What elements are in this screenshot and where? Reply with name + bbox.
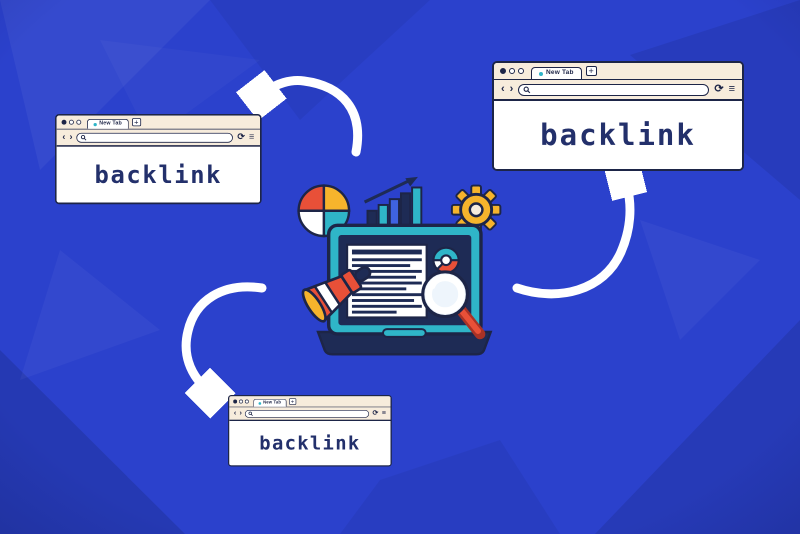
window-dot-icon [239,399,243,404]
new-tab-plus-icon: + [585,66,597,76]
menu-icon: ≡ [248,132,255,142]
browser-page: backlink [494,101,742,169]
tab-title: New Tab [546,69,574,77]
new-tab-plus-icon: + [131,118,141,127]
menu-icon: ≡ [381,409,386,418]
browser-toolbar: ‹ › ⟳ ≡ [229,407,391,421]
window-dot-icon [518,68,524,74]
browser-page: backlink [229,421,391,466]
browser-window-top-left: New Tab + ‹ › ⟳ ≡ backlink [55,114,262,205]
refresh-icon: ⟳ [237,132,245,142]
forward-icon: › [69,132,73,142]
favicon-icon [539,71,543,76]
browser-titlebar: New Tab + [494,63,742,80]
tab-title: New Tab [263,400,282,405]
search-bar [518,83,710,96]
new-tab-plus-icon: + [288,397,297,405]
tab-title: New Tab [99,120,122,127]
window-dot-icon [500,68,506,74]
arrow-to-bottom-window [181,282,267,388]
window-dot-icon [233,399,238,404]
browser-tab: New Tab [253,398,287,407]
browser-titlebar: New Tab + [56,115,260,130]
search-bar [245,409,370,418]
browser-tab: New Tab [531,67,582,79]
forward-icon: › [509,83,514,95]
browser-toolbar: ‹ › ⟳ ≡ [494,80,742,101]
window-dot-icon [61,119,67,125]
menu-icon: ≡ [728,83,735,95]
browser-window-bottom: New Tab + ‹ › ⟳ ≡ backlink [228,395,392,467]
window-dot-icon [244,399,249,404]
forward-icon: › [239,409,242,418]
browser-tab: New Tab [86,118,129,129]
window-dot-icon [68,119,74,125]
back-icon: ‹ [62,132,66,142]
browser-titlebar: New Tab + [229,396,391,408]
browser-toolbar: ‹ › ⟳ ≡ [56,129,260,147]
window-controls [233,399,249,404]
refresh-icon: ⟳ [714,83,724,95]
favicon-icon [93,122,97,126]
search-icon [248,411,254,416]
window-controls [500,68,524,74]
arrow-to-top-left-window [267,81,362,157]
arrow-to-top-right-window [512,186,630,299]
backlink-text: backlink [259,432,361,455]
window-dot-icon [76,119,82,125]
window-controls [61,119,82,125]
browser-window-top-right: New Tab + ‹ › ⟳ ≡ backlink [492,61,744,171]
search-icon [523,86,531,93]
backlink-text: backlink [94,160,223,189]
search-icon [81,134,87,141]
back-icon: ‹ [501,83,505,95]
browser-page: backlink [56,146,260,203]
back-icon: ‹ [233,409,237,418]
refresh-icon: ⟳ [372,409,379,418]
window-dot-icon [509,68,515,74]
search-bar [76,132,234,143]
backlink-text: backlink [540,118,696,152]
favicon-icon [258,401,262,405]
